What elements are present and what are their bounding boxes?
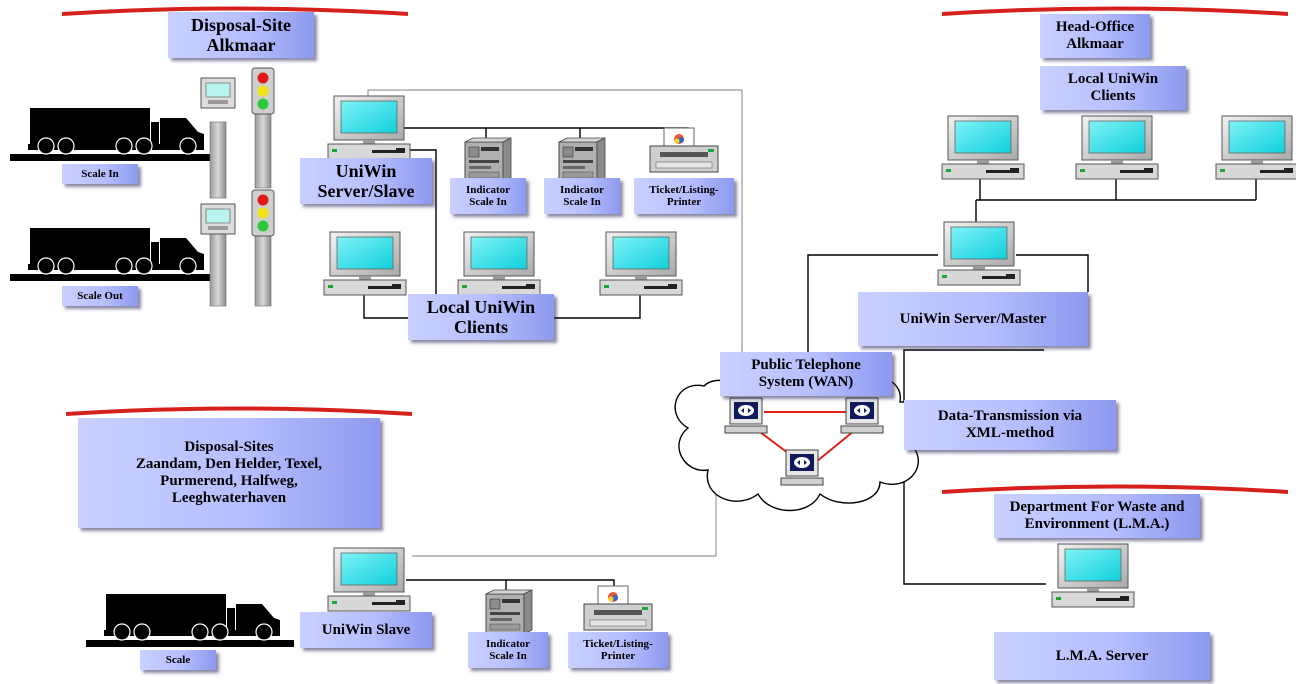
label-local-clients-left: Local UniWin Clients [408,294,554,340]
label-scale-in: Scale In [62,164,138,184]
label-indicator-1: Indicator Scale In [450,178,526,214]
label-local-clients-right: Local UniWin Clients [1040,66,1186,110]
header-line-alkmaar [61,6,409,16]
traffic-light-2-icon [251,189,275,237]
label-other-sites: Disposal-Sites Zaandam, Den Helder, Texe… [78,418,380,528]
label-scale-out: Scale Out [62,286,138,306]
local-client-left-1-icon [323,231,407,296]
header-line-head-office [941,6,1289,16]
label-server-master: UniWin Server/Master [858,292,1088,346]
head-office-client-3-icon [1215,115,1296,180]
lma-server-pc-icon [1051,543,1135,608]
scale-platform-out [10,274,210,281]
label-department: Department For Waste and Environment (L.… [994,494,1200,538]
label-indicator-3: Indicator Scale In [468,632,548,668]
label-head-office: Head-Office Alkmaar [1040,14,1150,58]
label-indicator-2: Indicator Scale In [544,178,620,214]
light-pole-1 [254,111,272,189]
wan-node-left-icon [724,397,768,434]
label-printer-1: Ticket/Listing- Printer [634,178,734,214]
server-master-pc-icon [937,221,1021,286]
local-client-left-2-icon [457,231,541,296]
label-printer-2: Ticket/Listing- Printer [568,632,668,668]
server-slave-pc-icon [327,95,411,160]
label-lma-server: L.M.A. Server [994,632,1210,680]
label-xml: Data-Transmission via XML-method [904,400,1116,450]
label-site-alkmaar: Disposal-Site Alkmaar [168,12,314,58]
uniwin-slave-pc-icon [327,547,411,612]
label-uniwin-slave: UniWin Slave [300,612,432,648]
local-client-left-3-icon [599,231,683,296]
terminal-pole-1 [209,121,227,199]
head-office-client-1-icon [941,115,1025,180]
printer-2-icon [583,585,653,631]
label-wan: Public Telephone System (WAN) [720,352,892,396]
header-line-other-sites [65,406,413,416]
indicator-2-icon [558,137,606,183]
traffic-light-1-icon [251,67,275,115]
light-pole-2 [254,229,272,307]
label-server-slave: UniWin Server/Slave [300,158,432,204]
scale-terminal-1-icon [200,77,236,109]
wan-node-bottom-icon [780,449,824,486]
label-scale: Scale [140,650,216,670]
printer-1-icon [649,127,719,173]
scale-platform-in [10,154,210,161]
scale-terminal-2-icon [200,203,236,235]
header-line-department [941,484,1289,494]
scale-platform-bottom [86,640,294,647]
wan-node-right-icon [840,397,884,434]
terminal-pole-2 [209,229,227,307]
indicator-3-icon [485,589,533,635]
head-office-client-2-icon [1075,115,1159,180]
indicator-1-icon [464,137,512,183]
